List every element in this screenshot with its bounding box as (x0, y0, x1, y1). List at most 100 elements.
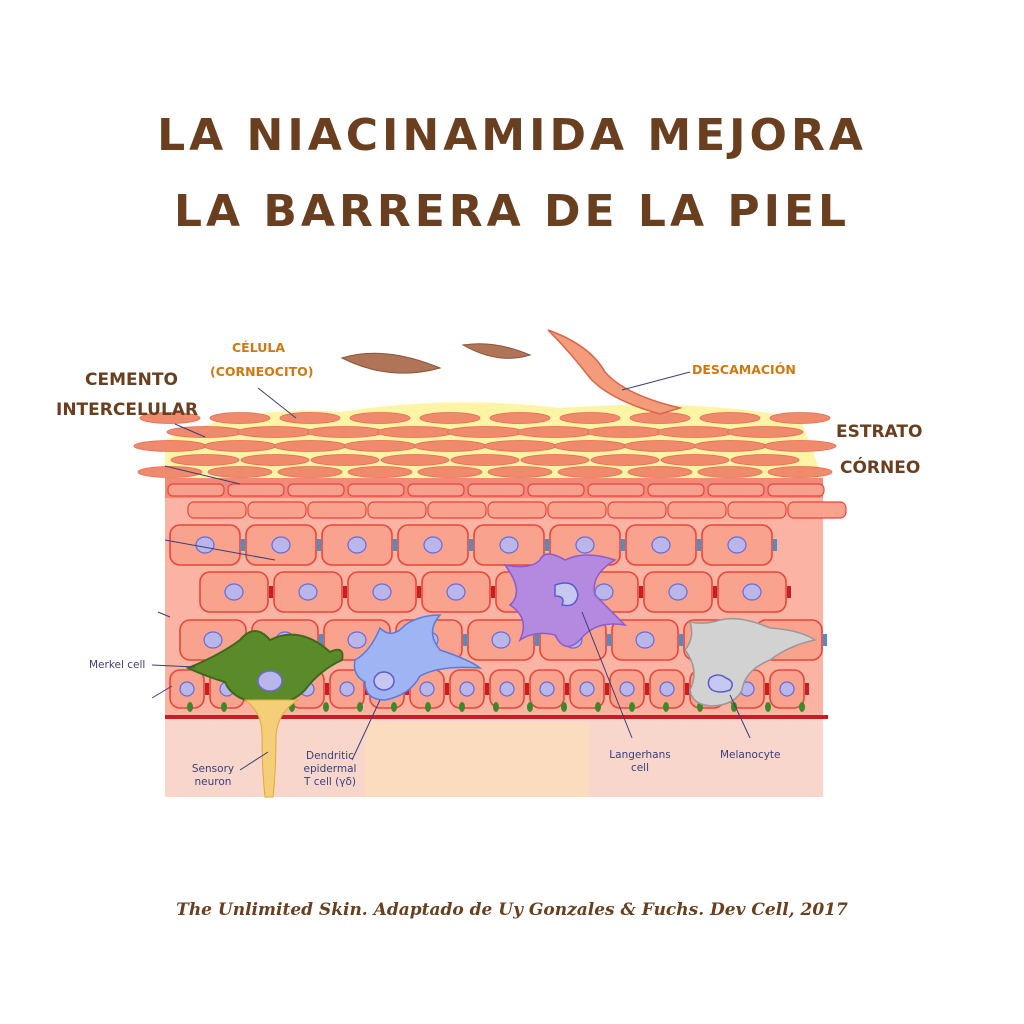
cell-junction (621, 539, 625, 551)
label-dendritic-line2: epidermal (303, 763, 357, 775)
corneocyte (487, 466, 553, 478)
granular-cell (187, 501, 247, 519)
corneocyte (769, 412, 831, 424)
hemidesmosome (731, 702, 737, 712)
corneocyte (450, 454, 520, 466)
keratinocyte-nucleus (619, 681, 635, 697)
granular-cell (707, 483, 765, 497)
cell-junction (317, 539, 321, 551)
corneocyte (419, 412, 481, 424)
hemidesmosome (493, 702, 499, 712)
hemidesmosome (799, 702, 805, 712)
keratinocyte-nucleus (195, 536, 215, 554)
keratinocyte-nucleus (372, 583, 392, 601)
cell-junction (639, 586, 643, 598)
granular-cell (347, 483, 405, 497)
corneocyte (520, 454, 590, 466)
corneocyte (343, 440, 417, 452)
cell-junction (393, 539, 397, 551)
corneocyte (170, 454, 240, 466)
hemidesmosome (459, 702, 465, 712)
corneocyte (590, 454, 660, 466)
leader-basal (151, 685, 173, 699)
label-sensory-line2: neuron (194, 776, 232, 788)
corneocyte (627, 466, 693, 478)
keratinocyte-nucleus (347, 536, 367, 554)
hemidesmosome (595, 702, 601, 712)
granular-cell (547, 501, 607, 519)
keratinocyte-nucleus (224, 583, 244, 601)
keratinocyte-nucleus (339, 681, 355, 697)
label-dendritic: Dendritic epidermal T cell (γδ) (293, 750, 367, 789)
keratinocyte-nucleus (271, 536, 291, 554)
keratinocyte-nucleus (727, 536, 747, 554)
granular-cell (587, 483, 645, 497)
corneocyte (273, 440, 347, 452)
cell-junction (697, 539, 701, 551)
corneocyte (166, 426, 244, 438)
granular-cell (647, 483, 705, 497)
granular-cell (467, 483, 525, 497)
cell-junction (773, 539, 777, 551)
cell-junction (823, 634, 827, 646)
granular-cell (767, 483, 825, 497)
label-celula-line1: CÉLULA (232, 340, 286, 355)
keratinocyte-nucleus (179, 681, 195, 697)
cell-junction (241, 539, 245, 551)
merkel-cell (185, 630, 344, 706)
cell-junction (535, 634, 539, 646)
sensory-neuron (243, 699, 300, 798)
corneocyte (699, 412, 761, 424)
keratinocyte-nucleus (651, 536, 671, 554)
corneocyte (693, 440, 767, 452)
corneocyte (557, 466, 623, 478)
keratinocyte-nucleus (446, 583, 466, 601)
label-langerhans: Langerhans cell (600, 749, 680, 775)
leader-granular (164, 465, 241, 485)
cell-junction (269, 586, 273, 598)
hemidesmosome (629, 702, 635, 712)
granular-cell (427, 501, 487, 519)
corneocyte (137, 466, 203, 478)
cell-junction (645, 683, 649, 695)
granular-cell (787, 501, 847, 519)
granular-cell (227, 483, 285, 497)
leader-merkel (151, 664, 196, 668)
leader-descamacion (621, 371, 691, 391)
flake-2 (461, 343, 532, 359)
corneocyte (347, 466, 413, 478)
granular-cell (527, 483, 585, 497)
label-cemento-line2: INTERCELULAR (56, 400, 199, 420)
keratinocyte-nucleus (742, 583, 762, 601)
keratinocyte-nucleus (499, 681, 515, 697)
label-estrato-line2: CÓRNEO (840, 458, 921, 478)
granular-cell (287, 483, 345, 497)
keratinocyte-nucleus (491, 631, 511, 649)
hemidesmosome (187, 702, 193, 712)
corneocyte (376, 426, 454, 438)
corneocyte (310, 454, 380, 466)
keratinocyte-nucleus (499, 536, 519, 554)
hemidesmosome (221, 702, 227, 712)
leader-celula (257, 387, 297, 419)
corneocyte (559, 412, 621, 424)
cell-junction (417, 586, 421, 598)
corneocyte (207, 466, 273, 478)
hemidesmosome (357, 702, 363, 712)
corneocyte (767, 466, 833, 478)
cell-junction (445, 683, 449, 695)
cell-junction (607, 634, 611, 646)
granular-cell (167, 483, 225, 497)
cell-junction (787, 586, 791, 598)
keratinocyte-nucleus (459, 681, 475, 697)
leader-cemento (174, 423, 206, 438)
corneocyte (236, 426, 314, 438)
label-cemento-line1: CEMENTO (85, 370, 178, 390)
corneocyte (623, 440, 697, 452)
keratinocyte-nucleus (779, 681, 795, 697)
keratinocyte-nucleus (419, 681, 435, 697)
leader-spinous (164, 539, 276, 561)
dendritic-nucleus (373, 671, 395, 691)
cell-junction (325, 683, 329, 695)
corneocyte (726, 426, 804, 438)
